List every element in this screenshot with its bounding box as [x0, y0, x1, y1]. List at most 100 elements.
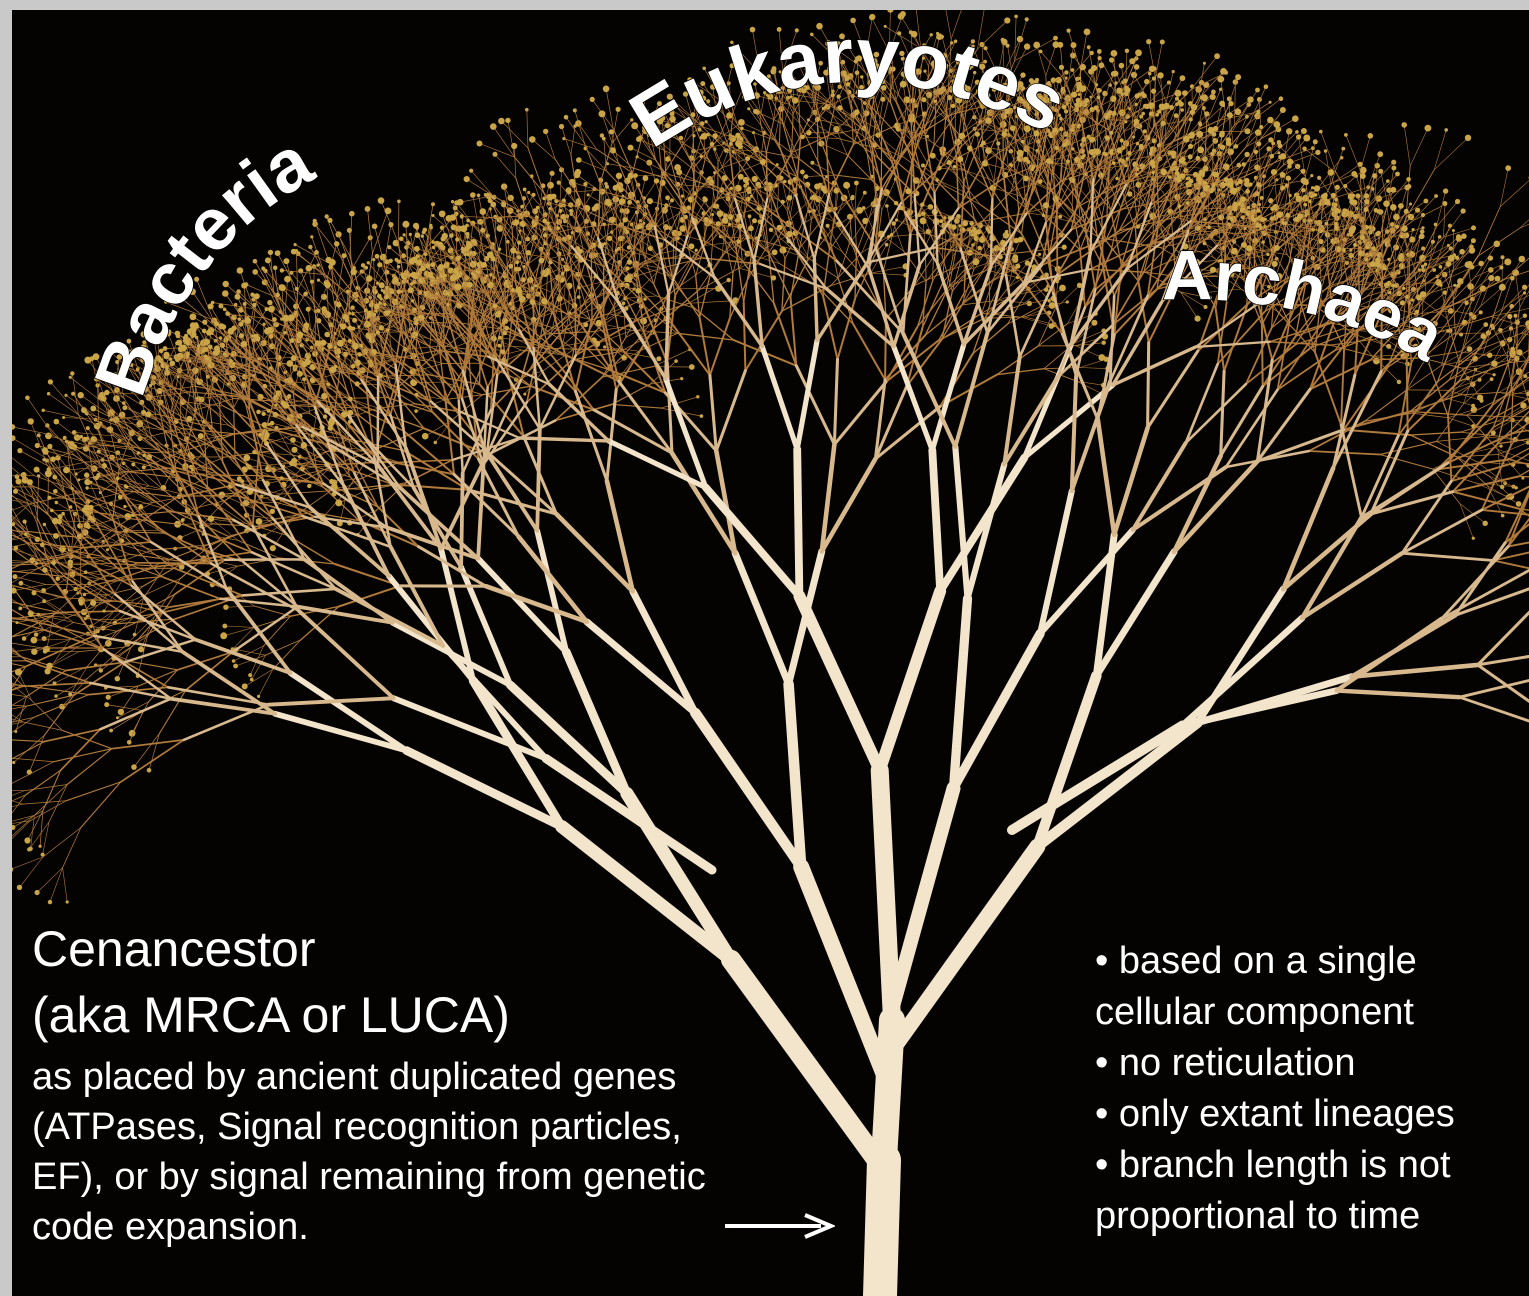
tree-branch	[315, 224, 341, 258]
tree-leaf	[218, 304, 223, 309]
tree-branch	[12, 706, 27, 713]
tree-leaf	[529, 136, 536, 143]
tree-leaf	[1015, 256, 1018, 259]
tree-leaf	[410, 282, 413, 285]
tree-leaf	[464, 246, 470, 252]
tree-leaf	[256, 410, 261, 415]
tree-branch	[871, 266, 906, 273]
tree-leaf	[1084, 29, 1091, 36]
tree-leaf	[539, 258, 545, 264]
tree-branch	[606, 89, 613, 129]
tree-branch	[586, 148, 607, 170]
tree-leaf	[622, 301, 626, 305]
tree-leaf	[237, 267, 244, 274]
tree-leaf	[656, 356, 661, 361]
tree-branch	[1213, 140, 1214, 186]
tree-leaf	[680, 377, 683, 380]
tree-leaf	[313, 219, 317, 223]
tree-leaf	[1255, 88, 1260, 93]
tree-leaf	[295, 249, 298, 252]
tree-branch	[351, 398, 388, 399]
tree-branch	[694, 139, 718, 167]
tree-leaf	[1500, 445, 1503, 448]
tree-leaf	[456, 256, 461, 261]
tree-leaf	[511, 143, 517, 149]
tree-leaf	[717, 210, 724, 217]
tree-leaf	[1172, 70, 1175, 73]
tree-leaf	[550, 171, 555, 176]
tree-leaf	[1058, 215, 1062, 219]
tree-branch	[1150, 74, 1151, 105]
tree-leaf	[232, 659, 236, 663]
tree-leaf	[138, 505, 143, 510]
tree-leaf	[735, 218, 740, 223]
tree-leaf	[320, 340, 326, 346]
tree-leaf	[523, 393, 526, 396]
tree-leaf	[113, 395, 120, 402]
tree-leaf	[696, 395, 699, 398]
tree-leaf	[592, 206, 598, 212]
tree-leaf	[1269, 101, 1272, 104]
tree-leaf	[771, 275, 776, 280]
tree-leaf	[654, 178, 659, 183]
tree-leaf	[21, 472, 27, 478]
tree-leaf	[256, 518, 263, 525]
tree-leaf	[275, 250, 281, 256]
tree-leaf	[12, 761, 15, 764]
tree-leaf	[1180, 75, 1186, 81]
tree-leaf	[17, 448, 22, 453]
tree-leaf	[850, 196, 854, 200]
tree-leaf	[1151, 89, 1156, 94]
tree-branch	[600, 143, 612, 183]
tree-leaf	[118, 709, 124, 715]
tree-branch	[744, 302, 746, 370]
tree-leaf	[577, 295, 581, 299]
tree-leaf	[736, 239, 740, 243]
tree-branch	[566, 117, 585, 144]
tree-leaf	[480, 208, 487, 215]
tree-leaf	[451, 224, 457, 230]
tree-leaf	[379, 297, 382, 300]
tree-leaf	[37, 433, 41, 437]
tree-leaf	[106, 695, 111, 700]
tree-leaf	[885, 204, 889, 208]
tree-leaf	[525, 108, 529, 112]
tree-leaf	[379, 325, 384, 330]
tree-leaf	[1483, 521, 1488, 526]
tree-leaf	[510, 247, 516, 253]
tree-leaf	[324, 332, 330, 338]
tree-leaf	[710, 142, 715, 147]
tree-leaf	[814, 184, 820, 190]
tree-leaf	[303, 292, 307, 296]
tree-leaf	[543, 233, 547, 237]
tree-branch	[532, 176, 544, 209]
tree-leaf	[424, 252, 428, 256]
tree-branch	[27, 671, 66, 697]
tree-branch	[799, 99, 801, 140]
tree-leaf	[491, 256, 496, 261]
tree-leaf	[355, 299, 358, 302]
tree-leaf	[202, 320, 207, 325]
tree-leaf	[235, 294, 241, 300]
tree-branch	[1069, 31, 1081, 70]
tree-leaf	[1182, 90, 1188, 96]
tree-branch	[829, 215, 835, 250]
tree-leaf	[71, 392, 75, 396]
tree-branch	[792, 114, 794, 153]
tree-leaf	[590, 97, 595, 102]
tree-leaf	[443, 274, 447, 278]
tree-branch	[577, 175, 599, 191]
tree-leaf	[783, 180, 787, 184]
tree-leaf	[643, 297, 646, 300]
tree-branch	[12, 562, 24, 563]
tree-branch	[1141, 117, 1161, 141]
tree-branch	[504, 205, 506, 236]
tree-leaf	[302, 362, 307, 367]
tree-leaf	[1200, 96, 1203, 99]
tree-leaf	[728, 223, 731, 226]
tree-leaf	[564, 115, 569, 120]
tree-leaf	[1129, 58, 1135, 64]
tree-leaf	[441, 245, 446, 250]
tree-branch	[697, 160, 705, 192]
tree-leaf	[349, 211, 355, 217]
